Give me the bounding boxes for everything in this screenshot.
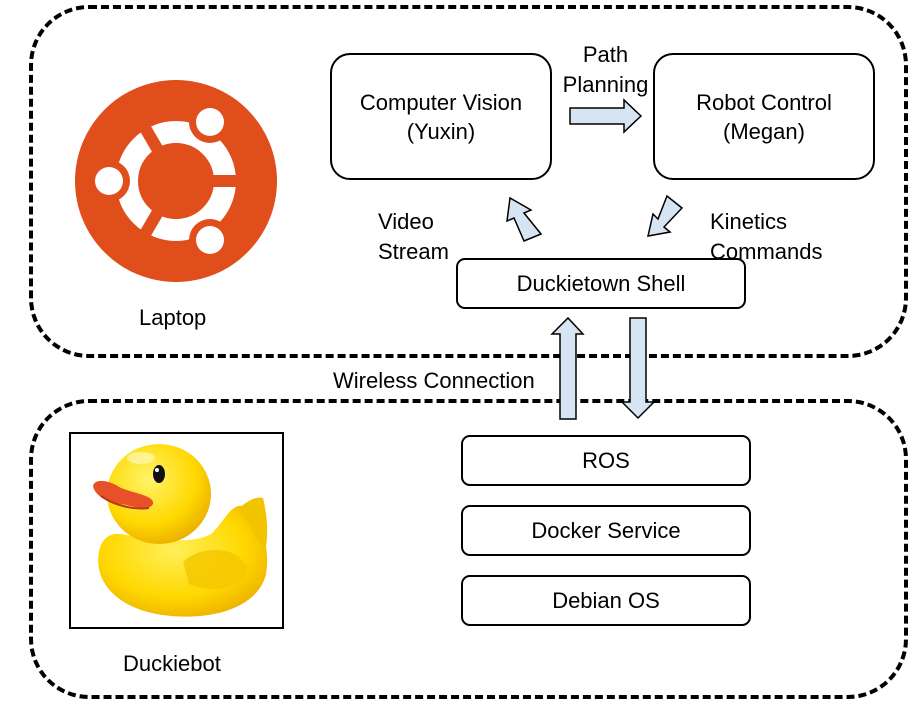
computer-vision-title: Computer Vision xyxy=(359,89,523,115)
wireless-down-arrow-icon xyxy=(620,317,656,420)
kinetics-commands-line1: Kinetics xyxy=(710,209,788,234)
duckiebot-image xyxy=(69,432,284,629)
video-stream-line2: Stream xyxy=(378,239,449,264)
robot-control-box: Robot Control (Megan) xyxy=(653,53,875,180)
path-planning-label: Path Planning xyxy=(558,40,653,100)
duckiebot-label: Duckiebot xyxy=(123,651,221,676)
laptop-label: Laptop xyxy=(139,305,207,330)
debian-os-box: Debian OS xyxy=(461,575,751,626)
ros-label: ROS xyxy=(582,448,630,473)
video-stream-label: Video Stream xyxy=(378,207,449,267)
computer-vision-owner: (Yuxin) xyxy=(406,118,476,144)
duckietown-shell-box: Duckietown Shell xyxy=(456,258,746,309)
docker-service-label: Docker Service xyxy=(531,518,681,543)
computer-vision-box: Computer Vision (Yuxin) xyxy=(330,53,552,180)
video-stream-arrow-icon xyxy=(506,196,543,242)
duckietown-shell-label: Duckietown Shell xyxy=(516,271,686,296)
video-stream-line1: Video xyxy=(378,209,434,234)
docker-service-box: Docker Service xyxy=(461,505,751,556)
path-planning-arrow-icon xyxy=(569,98,643,134)
path-planning-line1: Path xyxy=(582,42,629,67)
ros-box: ROS xyxy=(461,435,751,486)
robot-control-owner: (Megan) xyxy=(723,118,805,144)
kinetics-commands-arrow-icon xyxy=(647,194,684,237)
wireless-connection-label: Wireless Connection xyxy=(333,368,535,393)
laptop-region xyxy=(29,5,908,358)
path-planning-line2: Planning xyxy=(562,72,649,97)
duckiebot-region xyxy=(29,399,908,699)
wireless-up-arrow-icon xyxy=(550,316,585,420)
debian-os-label: Debian OS xyxy=(552,588,660,613)
rubber-duck-icon xyxy=(93,444,268,617)
robot-control-title: Robot Control xyxy=(696,89,832,115)
